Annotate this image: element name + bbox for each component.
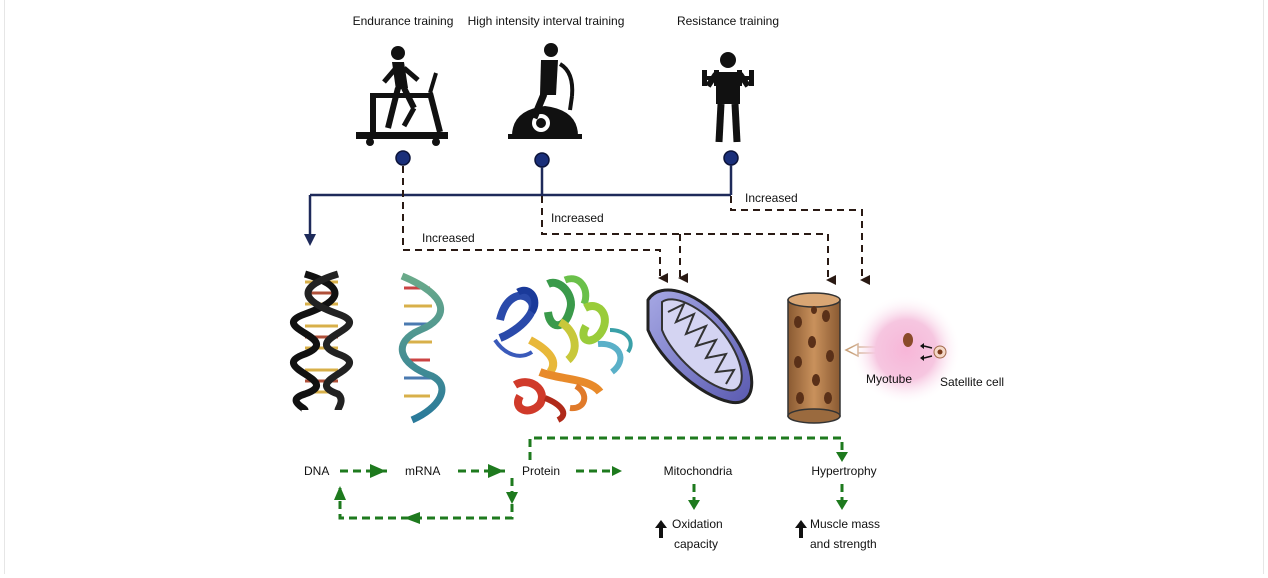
solid-connector <box>308 165 733 236</box>
myotube-illustration <box>851 295 961 405</box>
hiit-label: High intensity interval training <box>467 14 625 28</box>
oxidation-label-line2: capacity <box>674 537 719 551</box>
dna-helix-illustration <box>290 270 353 414</box>
muscle-fiber-illustration <box>787 292 841 424</box>
dumbbell-lifter-icon <box>702 52 754 143</box>
endurance-increased-label: Increased <box>422 231 475 245</box>
dna-arrowhead <box>304 234 316 246</box>
oxidation-label-line1: Oxidation <box>672 517 723 531</box>
satellite-cell-label: Satellite cell <box>940 375 1005 389</box>
green-flow-arrows <box>338 436 844 520</box>
muscle-mass-label-line1: Muscle mass <box>810 517 881 531</box>
up-arrow-icon <box>655 520 807 538</box>
exercise-nodes <box>395 150 739 168</box>
hypertrophy-label: Hypertrophy <box>811 464 877 478</box>
protein-structure-illustration <box>493 275 633 423</box>
mitochondrion-illustration <box>646 288 754 405</box>
green-arrowheads <box>334 452 848 524</box>
hiit-increased-label: Increased <box>551 211 604 225</box>
endurance-training-label: Endurance training <box>352 14 454 28</box>
resistance-training-label: Resistance training <box>676 14 780 28</box>
myotube-label: Myotube <box>866 372 913 386</box>
mitochondria-label: Mitochondria <box>663 464 733 478</box>
resistance-increased-label: Increased <box>745 191 798 205</box>
dashed-arrows <box>402 166 870 285</box>
mrna-label: mRNA <box>405 464 441 478</box>
muscle-mass-label-line2: and strength <box>810 537 877 551</box>
mrna-strand-illustration <box>398 272 446 424</box>
exercise-bike-icon <box>508 43 582 139</box>
dna-label: DNA <box>304 464 330 478</box>
treadmill-runner-icon <box>356 46 448 146</box>
figure-frame <box>4 0 1264 574</box>
protein-label: Protein <box>522 464 561 478</box>
